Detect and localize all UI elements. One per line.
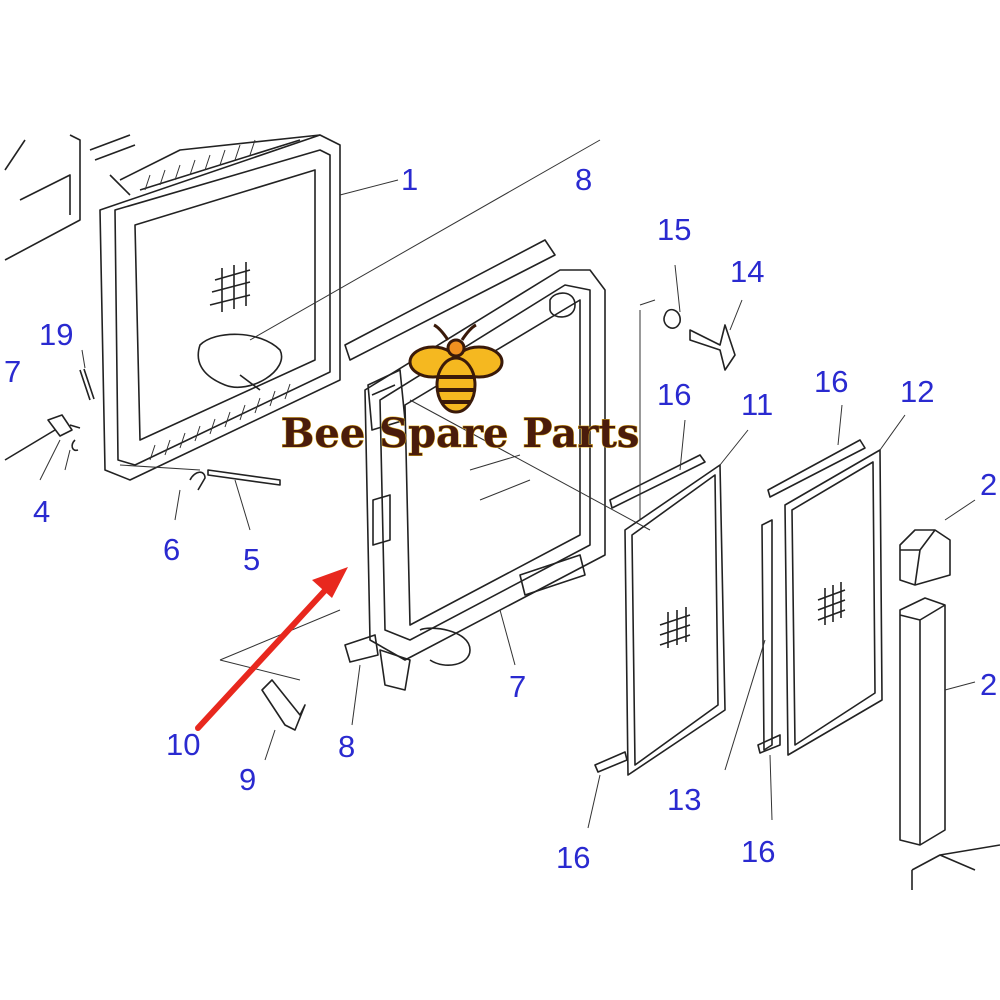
bee-spare-parts-logo: Bee Spare Parts <box>280 323 640 458</box>
callout-2: 2 <box>980 667 997 702</box>
callout-5: 5 <box>243 542 260 577</box>
red-pointer-arrow <box>195 567 348 731</box>
seal-parts-2 <box>899 499 1000 890</box>
callout-8: 8 <box>338 729 355 764</box>
callout-1: 1 <box>401 162 418 197</box>
callout-13: 13 <box>667 782 701 817</box>
callout-19: 19 <box>39 317 73 352</box>
callout-labels: 1 8 15 14 19 7 16 11 16 12 2 4 6 5 2 7 1… <box>4 162 997 875</box>
callout-9: 9 <box>239 762 256 797</box>
callout-7: 7 <box>509 669 526 704</box>
screen-part-12 <box>724 404 906 821</box>
callout-6: 6 <box>163 532 180 567</box>
logo-text: Bee Spare Parts <box>281 410 640 457</box>
callout-2: 2 <box>980 467 997 502</box>
callout-14: 14 <box>730 254 764 289</box>
callout-7: 7 <box>4 354 21 389</box>
callout-16: 16 <box>556 840 590 875</box>
callout-8: 8 <box>575 162 592 197</box>
callout-12: 12 <box>900 374 934 409</box>
screen-part-11 <box>587 310 749 829</box>
callout-16: 16 <box>657 377 691 412</box>
callout-16: 16 <box>814 364 848 399</box>
small-parts <box>39 349 281 531</box>
oil-cooler-part-7 <box>219 239 651 726</box>
bolt-part-9 <box>261 679 306 761</box>
callout-11: 11 <box>741 387 773 422</box>
callout-15: 15 <box>657 212 691 247</box>
callout-4: 4 <box>33 494 50 529</box>
callout-16: 16 <box>741 834 775 869</box>
washer-and-screw-parts <box>639 264 743 371</box>
callout-10: 10 <box>166 727 200 762</box>
radiator-part-1 <box>89 134 601 481</box>
left-edge-part <box>4 134 81 461</box>
